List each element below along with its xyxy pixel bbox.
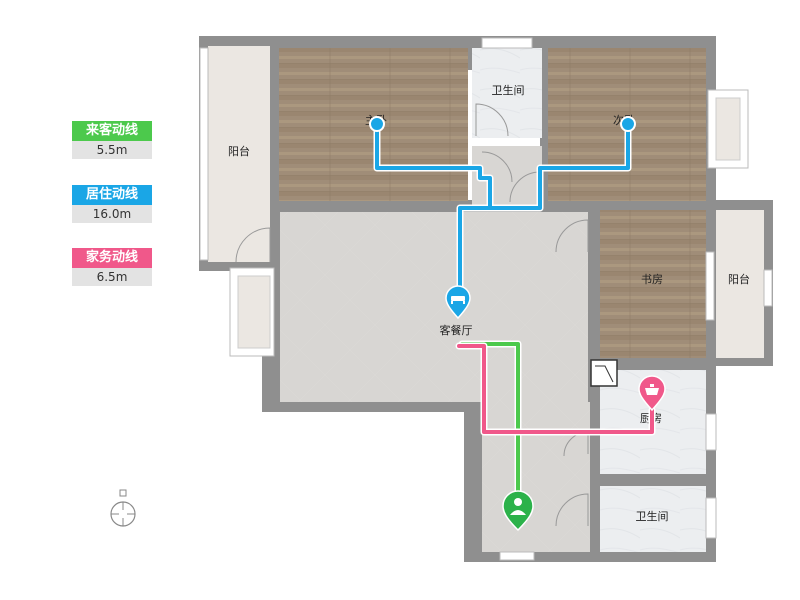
person-pin-icon xyxy=(502,490,534,532)
legend-chore-route-value: 6.5m xyxy=(72,268,152,286)
compass-icon xyxy=(110,489,136,527)
cooking-pot-pin-icon xyxy=(638,375,666,412)
legend-chore-route-label: 家务动线 xyxy=(72,248,152,268)
legend-living-route-label: 居住动线 xyxy=(72,185,152,205)
room-balcony-left: 阳台 xyxy=(199,46,270,262)
room-label-bathroom-bottom: 卫生间 xyxy=(636,509,669,523)
room-label-balcony-right: 阳台 xyxy=(728,272,750,286)
room-second-bedroom: 次卧 xyxy=(548,48,749,201)
chore-route xyxy=(455,342,656,436)
legend-living-route-value: 16.0m xyxy=(72,205,152,223)
legend-guest-route: 来客动线 5.5m xyxy=(72,121,152,159)
legend-living-route: 居住动线 16.0m xyxy=(72,185,152,223)
legend-guest-route-value: 5.5m xyxy=(72,141,152,159)
entrance-hall xyxy=(482,402,590,561)
room-label-study: 书房 xyxy=(641,273,663,286)
room-label-living-dining: 客餐厅 xyxy=(440,323,473,337)
room-label-bathroom-top: 卫生间 xyxy=(492,83,525,97)
sofa-pin-icon xyxy=(445,285,471,320)
legend-guest-route-label: 来客动线 xyxy=(72,121,152,141)
room-balcony-right: 阳台 xyxy=(705,210,773,358)
room-label-balcony-left: 阳台 xyxy=(228,144,250,158)
room-bathroom-bottom: 卫生间 xyxy=(600,486,717,552)
room-bathroom-top: 卫生间 xyxy=(472,37,542,138)
room-living-dining: 客餐厅 xyxy=(229,212,589,402)
living-route xyxy=(373,120,632,310)
vent-symbol xyxy=(590,359,618,387)
legend-chore-route: 家务动线 6.5m xyxy=(72,248,152,286)
route-endpoints xyxy=(369,116,636,132)
room-study: 书房 xyxy=(600,210,706,358)
